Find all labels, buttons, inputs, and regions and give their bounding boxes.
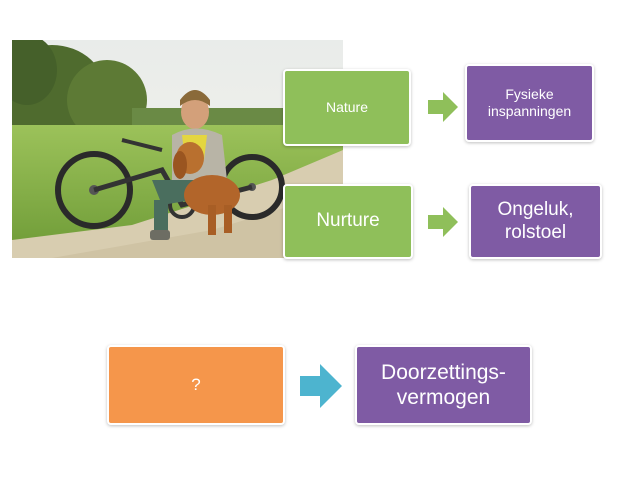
doorzettingsvermogen-box: Doorzettings- vermogen <box>355 345 532 425</box>
doorzettingsvermogen-line2: vermogen <box>396 386 491 409</box>
ongeluk-rolstoel-label: Ongeluk, rolstoel <box>497 198 574 243</box>
arrow-right-icon <box>300 364 342 408</box>
ongeluk-rolstoel-box: Ongeluk, rolstoel <box>469 184 602 259</box>
unknown-box: ? <box>107 345 285 425</box>
fysieke-inspanningen-label: Fysieke inspanningen <box>487 86 572 119</box>
doorzettingsvermogen-line1: Doorzettings- <box>381 360 506 384</box>
arrow-right-icon <box>428 92 458 122</box>
fysieke-inspanningen-box: Fysieke inspanningen <box>465 64 594 142</box>
arrow-right-icon <box>428 207 458 237</box>
nature-label: Nature <box>325 99 369 116</box>
nurture-box: Nurture <box>283 184 413 259</box>
unknown-label: ? <box>191 374 201 394</box>
nurture-label: Nurture <box>316 210 380 232</box>
nature-box: Nature <box>283 69 411 146</box>
